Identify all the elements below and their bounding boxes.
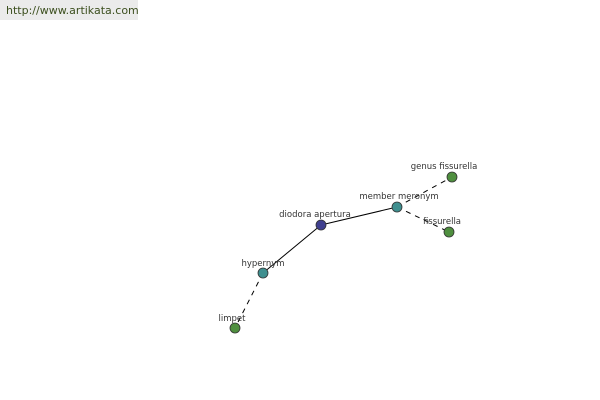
label-fissurella: fissurella bbox=[423, 217, 461, 227]
label-member-meronym: member meronym bbox=[359, 192, 438, 202]
edge-member-genus bbox=[396, 176, 453, 208]
node-genus-fissurella[interactable] bbox=[446, 171, 458, 183]
node-fissurella[interactable] bbox=[443, 226, 455, 238]
node-limpet[interactable] bbox=[229, 322, 241, 334]
label-genus-fissurella: genus fissurella bbox=[411, 162, 478, 172]
label-hypernym: hypernym bbox=[241, 259, 284, 269]
node-hypernym[interactable] bbox=[257, 267, 269, 279]
label-limpet: limpet bbox=[219, 314, 247, 324]
site-url-label[interactable]: http://www.artikata.com bbox=[0, 0, 139, 20]
label-diodora-apertura: diodora apertura bbox=[279, 210, 351, 220]
edge-center-hypernym bbox=[262, 224, 322, 274]
node-diodora-apertura[interactable] bbox=[315, 219, 327, 231]
edge-center-member bbox=[320, 206, 398, 226]
node-member-meronym[interactable] bbox=[391, 201, 403, 213]
edge-hypernym-limpet bbox=[234, 272, 264, 329]
